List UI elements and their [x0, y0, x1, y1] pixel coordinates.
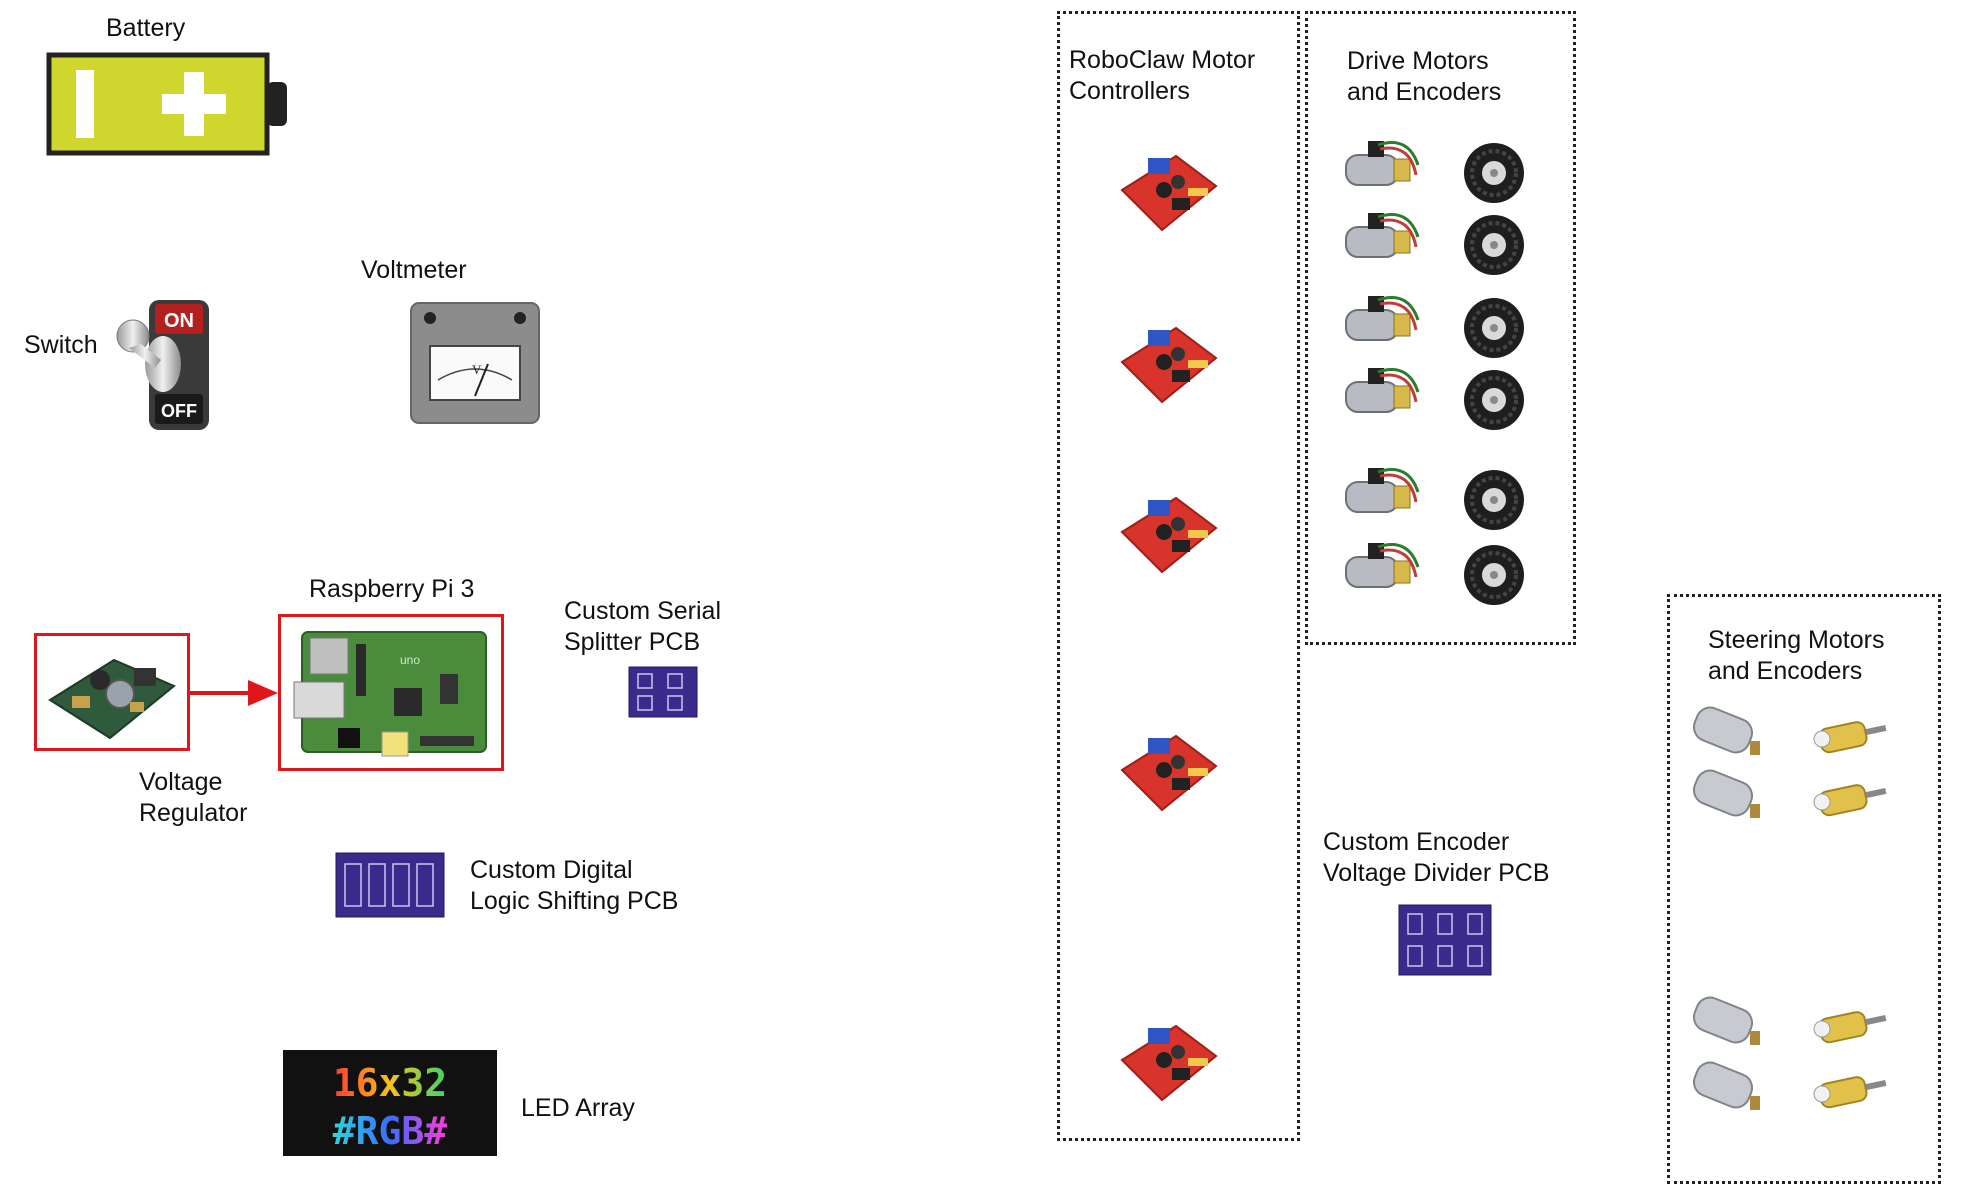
switch-off-text: OFF: [161, 401, 197, 421]
wheel-icon: [1462, 543, 1526, 607]
drive-motors-label-line2: and Encoders: [1347, 78, 1502, 106]
wheel-icon: [1462, 141, 1526, 205]
steering-motor-icon: [1688, 705, 1778, 769]
led-line2-text: #RGB#: [333, 1109, 448, 1153]
steering-motors-label-line1: Steering Motors: [1708, 626, 1885, 654]
steering-encoder-icon: [1804, 1001, 1894, 1051]
logic-shifting-label-line1: Custom Digital: [470, 856, 633, 884]
battery-icon: [46, 52, 292, 156]
serial-splitter-label-line2: Splitter PCB: [564, 628, 701, 656]
roboclaw-label: RoboClaw Motor Controllers: [1069, 45, 1255, 107]
drive-motor-icon: [1338, 537, 1428, 607]
voltage-regulator-label-line1: Voltage: [139, 768, 223, 796]
led-array-label: LED Array: [521, 1094, 635, 1122]
drive-motor-icon: [1338, 290, 1428, 360]
wheel-icon: [1462, 468, 1526, 532]
steering-encoder-icon: [1804, 774, 1894, 824]
switch-label: Switch: [24, 331, 98, 359]
steering-motor-icon: [1688, 768, 1778, 832]
roboclaw-label-line1: RoboClaw Motor: [1069, 46, 1256, 74]
regulator-to-pi-arrow: [190, 678, 280, 708]
steering-motor-icon: [1688, 1060, 1778, 1124]
voltage-regulator-label-line2: Regulator: [139, 799, 248, 827]
voltage-regulator-icon: [44, 640, 180, 744]
drive-motors-label-line1: Drive Motors: [1347, 47, 1489, 75]
steering-encoder-icon: [1804, 711, 1894, 761]
roboclaw-controller-icon: [1118, 492, 1218, 576]
raspberry-pi-icon: uno: [290, 624, 492, 762]
encoder-divider-pcb-icon: [1398, 904, 1492, 976]
steering-motors-label-line2: and Encoders: [1708, 657, 1863, 685]
wheel-icon: [1462, 296, 1526, 360]
steering-motors-group-box: [1667, 594, 1941, 1184]
drive-motor-icon: [1338, 462, 1428, 532]
roboclaw-label-line2: Controllers: [1069, 77, 1190, 105]
encoder-divider-label-line1: Custom Encoder: [1323, 828, 1510, 856]
steering-motors-label: Steering Motors and Encoders: [1708, 625, 1884, 687]
battery-label: Battery: [106, 14, 186, 42]
logic-shifting-pcb-icon: [335, 852, 445, 918]
led-line1-text: 16x32: [333, 1061, 447, 1105]
logic-shifting-label: Custom Digital Logic Shifting PCB: [470, 855, 678, 917]
roboclaw-controller-icon: [1118, 1020, 1218, 1104]
roboclaw-controller-icon: [1118, 150, 1218, 234]
steering-motor-icon: [1688, 995, 1778, 1059]
serial-splitter-label: Custom Serial Splitter PCB: [564, 596, 721, 658]
serial-splitter-pcb-icon: [628, 666, 698, 718]
wheel-icon: [1462, 368, 1526, 432]
switch-on-text: ON: [164, 310, 194, 332]
toggle-switch-icon: ON OFF: [115, 296, 215, 436]
roboclaw-group-box: [1057, 11, 1300, 1141]
logic-shifting-label-line2: Logic Shifting PCB: [470, 887, 679, 915]
voltage-regulator-label: Voltage Regulator: [139, 767, 247, 829]
voltage-regulator-highlight-box: [34, 633, 190, 751]
drive-motors-group-box: [1305, 11, 1576, 645]
serial-splitter-label-line1: Custom Serial: [564, 597, 721, 625]
drive-motor-icon: [1338, 135, 1428, 205]
encoder-divider-label: Custom Encoder Voltage Divider PCB: [1323, 827, 1550, 889]
led-array-icon: 16x32 #RGB#: [283, 1050, 497, 1156]
roboclaw-controller-icon: [1118, 730, 1218, 814]
steering-encoder-icon: [1804, 1066, 1894, 1116]
voltmeter-label: Voltmeter: [361, 256, 467, 284]
roboclaw-controller-icon: [1118, 322, 1218, 406]
wheel-icon: [1462, 213, 1526, 277]
raspberry-pi-highlight-box: [278, 614, 504, 771]
voltmeter-icon: V: [410, 302, 540, 424]
pi-logo-text: uno: [400, 653, 420, 667]
raspberry-pi-label: Raspberry Pi 3: [309, 575, 475, 603]
drive-motor-icon: [1338, 362, 1428, 432]
drive-motor-icon: [1338, 207, 1428, 277]
drive-motors-label: Drive Motors and Encoders: [1347, 46, 1501, 108]
encoder-divider-label-line2: Voltage Divider PCB: [1323, 859, 1550, 887]
voltmeter-unit-text: V: [472, 362, 482, 377]
